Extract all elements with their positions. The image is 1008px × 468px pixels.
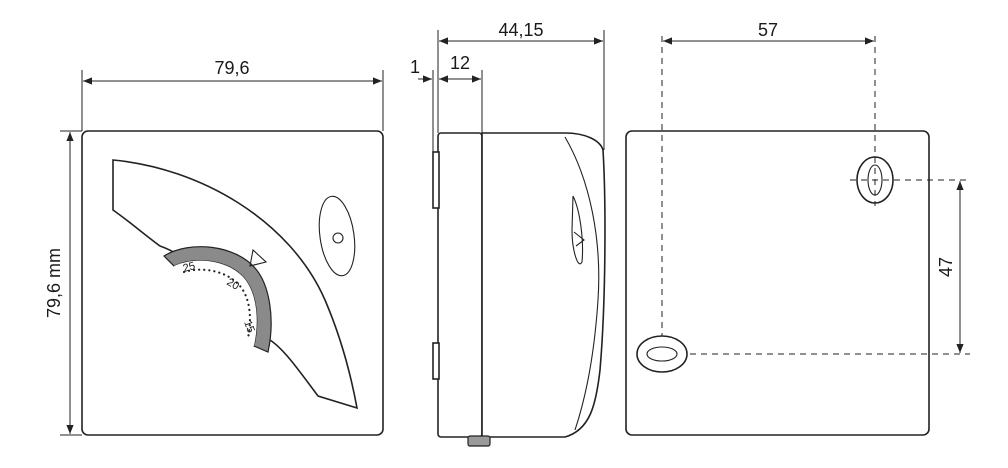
led-indicator — [332, 232, 344, 244]
mounting-hole-bottom — [636, 335, 688, 373]
led-window — [318, 195, 356, 277]
wall-tab-bottom — [432, 342, 440, 380]
dial-dotted-scale — [182, 268, 251, 340]
side-body-curve — [564, 136, 600, 431]
side-dimensions: 44,15 1 12 — [410, 20, 605, 152]
total-depth-label: 44,15 — [498, 20, 543, 40]
hole-spacing-y-label: 47 — [936, 257, 956, 277]
pointer-triangle-icon — [249, 248, 268, 267]
front-height-label: 79,6 mm — [44, 248, 64, 318]
base-depth-label: 12 — [450, 53, 470, 73]
scale-label-15: 15 — [241, 319, 256, 335]
side-view — [432, 132, 606, 447]
wall-plate — [437, 132, 483, 438]
side-window-inner — [573, 231, 585, 247]
mounting-slot-bottom — [646, 346, 678, 362]
side-body — [481, 132, 606, 438]
back-view — [625, 130, 930, 436]
front-width-dimension: 79,6 — [81, 58, 384, 131]
wall-offset-label: 1 — [410, 57, 420, 77]
front-width-label: 79,6 — [214, 58, 249, 78]
hole-spacing-x-label: 57 — [758, 20, 778, 40]
wall-tab-top — [432, 151, 440, 209]
back-housing — [625, 130, 930, 436]
side-window — [571, 195, 584, 265]
front-view: 25 20 15 — [81, 130, 384, 436]
scale-label-25: 25 — [182, 260, 197, 275]
bottom-connector — [467, 435, 491, 447]
back-dimensions: 57 47 — [661, 20, 970, 355]
scale-label-20: 20 — [225, 276, 242, 293]
front-height-dimension: 79,6 mm — [44, 130, 82, 436]
